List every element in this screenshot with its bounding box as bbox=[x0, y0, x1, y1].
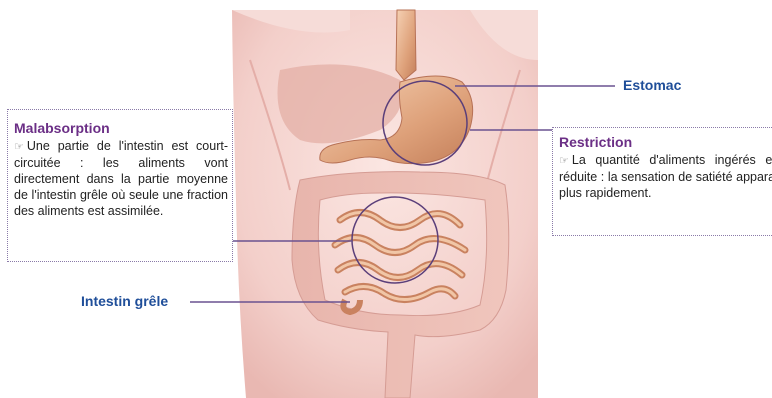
small-intestine-label: Intestin grêle bbox=[81, 292, 168, 310]
restriction-text: La quantité d'aliments ingérés est rédui… bbox=[559, 153, 772, 200]
esophagus-shape bbox=[396, 10, 416, 80]
restriction-title: Restriction bbox=[559, 133, 772, 151]
malabsorption-callout: Malabsorption ☞Une partie de l'intestin … bbox=[7, 109, 233, 262]
malabsorption-text-block: ☞Une partie de l'intestin est court-circ… bbox=[14, 138, 228, 219]
pointing-hand-icon: ☞ bbox=[14, 141, 24, 153]
restriction-text-block: ☞La quantité d'aliments ingérés est rédu… bbox=[559, 152, 772, 201]
malabsorption-text: Une partie de l'intestin est court-circu… bbox=[14, 139, 228, 218]
pointing-hand-icon: ☞ bbox=[559, 155, 569, 167]
malabsorption-title: Malabsorption bbox=[14, 119, 228, 137]
restriction-callout: Restriction ☞La quantité d'aliments ingé… bbox=[552, 127, 772, 236]
stomach-label: Estomac bbox=[623, 76, 681, 94]
